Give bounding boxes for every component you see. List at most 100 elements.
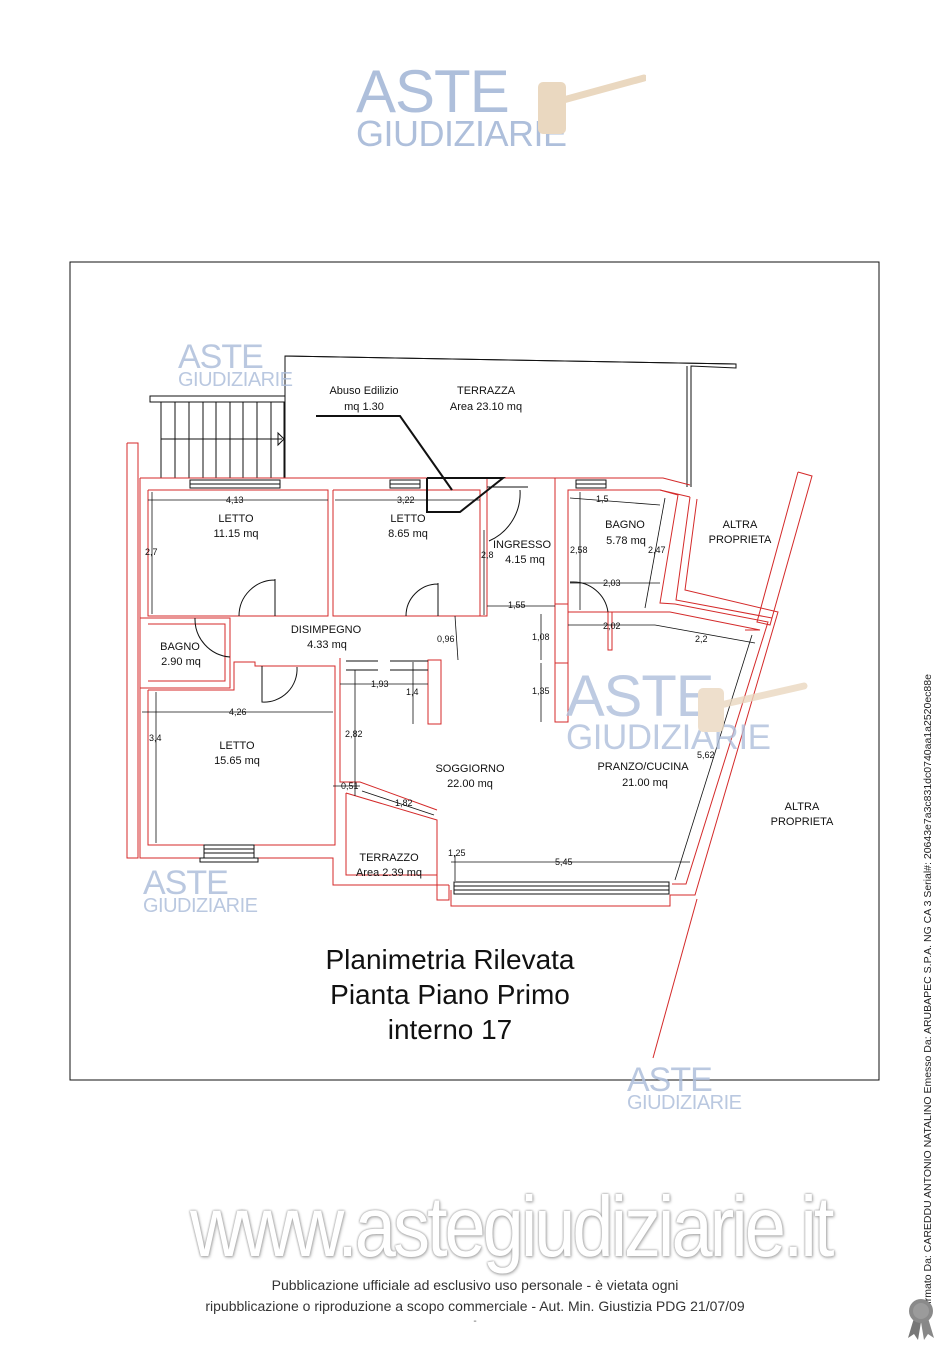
logo-text-giudiziarie: GIUDIZIARIE	[566, 718, 771, 757]
abuso-line2: mq 1.30	[344, 401, 384, 413]
dim-label: 2,02	[603, 621, 621, 631]
room-disimpegno: DISIMPEGNO 4.33 mq	[291, 624, 362, 651]
room-name: BAGNO	[160, 641, 200, 653]
room-terrazzo: TERRAZZO Area 2.39 mq	[356, 852, 422, 879]
room-area: Area 23.10 mq	[450, 401, 522, 413]
room-area: 4.15 mq	[505, 554, 545, 566]
room-letto-2: LETTO 8.65 mq	[388, 513, 428, 540]
room-area: 2.90 mq	[161, 656, 201, 668]
dim-label: 2,7	[145, 547, 158, 557]
room-name: LETTO	[390, 513, 426, 525]
dim-label: 1,93	[371, 679, 389, 689]
digital-signature: Firmato Da: CAREDDU ANTONIO NATALINO Eme…	[922, 674, 934, 1310]
notice-line1: Pubblicazione ufficiale ad esclusivo uso…	[271, 1277, 679, 1293]
notice-line2: ripubblicazione o riproduzione a scopo c…	[205, 1298, 745, 1314]
dim-label: 4,13	[226, 495, 244, 505]
room-name: TERRAZZO	[359, 852, 419, 864]
windows	[189, 479, 670, 895]
dim-label: 4,26	[229, 707, 247, 717]
doors	[194, 489, 609, 703]
staircase	[149, 395, 286, 478]
abuso-edilizio-marker	[316, 415, 506, 513]
room-pranzo-cucina: PRANZO/CUCINA 21.00 mq	[597, 761, 689, 789]
terrazza-outline	[284, 355, 737, 487]
aste-giudiziarie-watermark: ASTE GIUDIZIARIE	[143, 866, 258, 916]
dim-label: 1,55	[508, 600, 526, 610]
room-area: 8.65 mq	[388, 528, 428, 540]
room-letto-3: LETTO 15.65 mq	[214, 740, 260, 767]
logo-text-aste: ASTE	[627, 1061, 713, 1099]
room-labels: LETTO 11.15 mq LETTO 8.65 mq INGRESSO 4.…	[160, 385, 834, 879]
room-bagno-1: BAGNO 5.78 mq	[605, 519, 646, 547]
aste-giudiziarie-watermark: ASTE GIUDIZIARIE	[178, 340, 293, 390]
room-name: DISIMPEGNO	[291, 624, 362, 636]
notice-line3: -	[473, 1316, 477, 1327]
room-name: SOGGIORNO	[435, 763, 505, 775]
gavel-icon	[538, 74, 646, 134]
logo-text-aste: ASTE	[178, 338, 264, 376]
altra-line1: ALTRA	[723, 519, 758, 531]
room-area: 22.00 mq	[447, 778, 493, 790]
aste-giudiziarie-logo-top: ASTE GIUDIZIARIE	[356, 62, 656, 172]
room-soggiorno: SOGGIORNO 22.00 mq	[435, 763, 505, 790]
dim-label: 1,82	[395, 798, 413, 808]
dim-label: 5,62	[697, 750, 715, 760]
room-name: PRANZO/CUCINA	[597, 761, 689, 773]
aste-giudiziarie-watermark: ASTE GIUDIZIARIE	[566, 664, 808, 757]
dimension-lines	[142, 492, 756, 881]
dim-label: 1,4	[406, 687, 419, 697]
logo-text-aste: ASTE	[356, 58, 510, 125]
dim-label: 2,03	[603, 578, 621, 588]
room-area: Area 2.39 mq	[356, 867, 422, 879]
abuso-line1: Abuso Edilizio	[329, 385, 398, 397]
room-letto-1: LETTO 11.15 mq	[213, 513, 258, 540]
dim-label: 5,45	[555, 857, 573, 867]
dim-label: 3,4	[149, 733, 162, 743]
dim-label: 2,8	[481, 550, 494, 560]
room-name: INGRESSO	[493, 539, 552, 551]
dim-label: 0,96	[437, 634, 455, 644]
logo-text-aste: ASTE	[143, 864, 229, 902]
dim-label: 1,5	[596, 494, 609, 504]
dim-label: 1,35	[532, 686, 550, 696]
room-area: 21.00 mq	[622, 777, 668, 789]
dim-label: 2,58	[570, 545, 588, 555]
title-line2: Pianta Piano Primo	[330, 979, 570, 1010]
room-area: 15.65 mq	[214, 755, 260, 767]
dim-label: 2,47	[648, 545, 666, 555]
dim-label: 2,2	[695, 634, 708, 644]
logo-text-aste: ASTE	[566, 664, 714, 729]
room-name: LETTO	[219, 740, 255, 752]
website-watermark: www.astegiudiziarie.it	[190, 1179, 834, 1275]
room-terrazza: TERRAZZA Area 23.10 mq	[450, 385, 522, 413]
logo-text-giudiziarie: GIUDIZIARIE	[627, 1092, 742, 1114]
altra-proprieta-top: ALTRA PROPRIETA	[709, 519, 772, 546]
room-name: BAGNO	[605, 519, 645, 531]
logo-text-giudiziarie: GIUDIZIARIE	[143, 895, 258, 917]
room-name: TERRAZZA	[457, 385, 516, 397]
dim-label: 3,22	[397, 495, 415, 505]
logo-text-giudiziarie: GIUDIZIARIE	[356, 113, 567, 154]
seal-ribbon-icon	[908, 1299, 934, 1340]
gavel-icon	[698, 682, 808, 732]
title-line1: Planimetria Rilevata	[325, 944, 575, 975]
dimension-labels: 4,13 3,22 2,7 2,8 1,5 2,58 2,47 2,03 1,5…	[145, 494, 715, 867]
drawing-frame	[69, 261, 880, 1081]
room-area: 5.78 mq	[606, 535, 646, 547]
abuso-edilizio-label: Abuso Edilizio mq 1.30	[329, 385, 398, 413]
room-area: 4.33 mq	[307, 639, 347, 651]
title-line3: interno 17	[387, 1014, 513, 1045]
altra-line2: PROPRIETA	[771, 816, 834, 828]
room-ingresso: INGRESSO 4.15 mq	[493, 539, 552, 566]
legal-notice: Pubblicazione ufficiale ad esclusivo uso…	[150, 1275, 800, 1327]
dim-label: 1,08	[532, 632, 550, 642]
dim-label: 0,51	[341, 781, 359, 791]
altra-line1: ALTRA	[785, 801, 820, 813]
aste-giudiziarie-watermark: ASTE GIUDIZIARIE	[627, 1063, 742, 1113]
logo-text-giudiziarie: GIUDIZIARIE	[178, 369, 293, 391]
walls	[126, 442, 813, 1059]
room-name: LETTO	[218, 513, 254, 525]
dim-label: 2,82	[345, 729, 363, 739]
altra-line2: PROPRIETA	[709, 534, 772, 546]
